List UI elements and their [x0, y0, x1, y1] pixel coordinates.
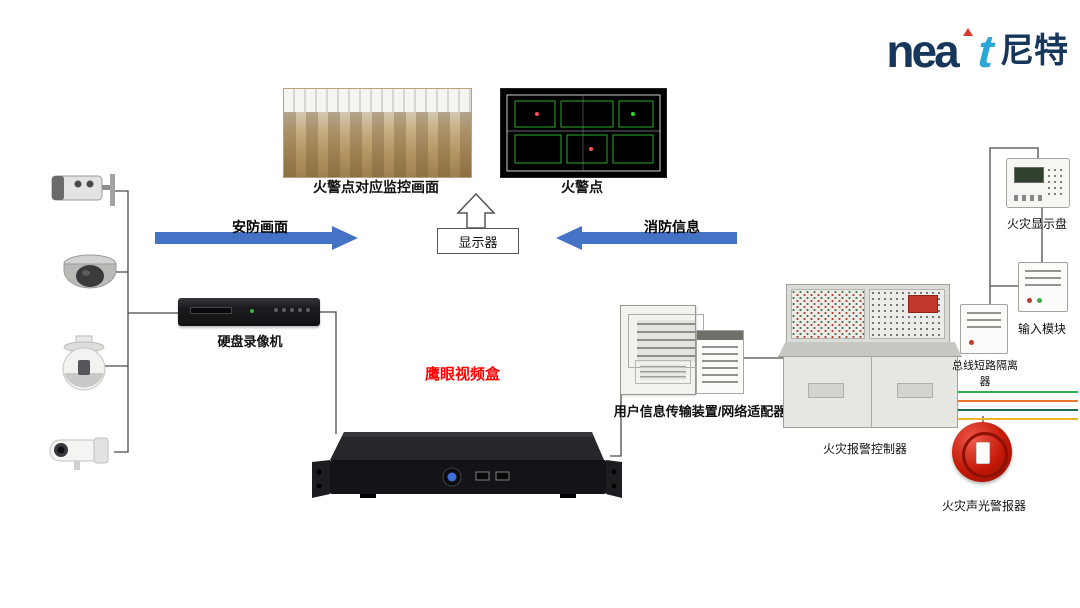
- fire-alarm-controller-device: [778, 284, 962, 434]
- controller-label: 火灾报警控制器: [822, 442, 907, 456]
- cad-caption: 火警点: [561, 179, 603, 195]
- neat-logo: nea t 尼特: [828, 24, 1068, 78]
- controller-cabinet: [783, 356, 958, 428]
- colored-loop-wires: [956, 391, 1078, 420]
- video-box-device: [312, 432, 622, 498]
- controller-door-sticker-right: [897, 383, 933, 398]
- controller-indicator-panel: [791, 289, 865, 339]
- dvr-label: 硬盘录像机: [217, 334, 283, 349]
- bullet-camera-icon: [49, 437, 109, 470]
- fire-info-flow-arrow: [556, 226, 737, 250]
- input-module-text: [1025, 270, 1061, 290]
- warehouse-caption: 火警点对应监控画面: [313, 179, 439, 195]
- warehouse-monitor-image: [283, 88, 472, 178]
- controller-door-divider: [870, 357, 872, 427]
- sounder-label: 火灾声光警报器: [941, 499, 1026, 513]
- fire-point-cad-image: [500, 88, 667, 178]
- logo-chinese: 尼特: [1000, 32, 1068, 70]
- sounder-strobe-window: [976, 442, 990, 464]
- ptz-camera-icon: [51, 174, 115, 206]
- isolator-label: 总线短路隔离器: [952, 360, 1018, 388]
- isolator-leds: [969, 340, 974, 345]
- fire-display-panel-device: [1006, 158, 1070, 208]
- controller-top-unit: [786, 284, 950, 344]
- security-flow-label: 安防画面: [232, 219, 288, 235]
- cad-drawing: [506, 94, 661, 172]
- transmitter-sticker: [635, 360, 691, 384]
- input-module-device: [1018, 262, 1068, 312]
- controller-display: [908, 295, 938, 313]
- black-wires: [104, 147, 1043, 457]
- transmitter-display-window: [628, 314, 704, 368]
- display-panel-label: 火灾显示盘: [1006, 217, 1067, 231]
- dvr-buttons: [274, 308, 310, 312]
- logo-accent-letter: t: [972, 25, 1001, 77]
- input-module-leds: [1027, 298, 1042, 303]
- dvr-device: [178, 298, 320, 326]
- security-flow-arrow: [155, 226, 358, 250]
- controller-keypad-panel: [869, 289, 945, 339]
- controller-door-sticker-left: [808, 383, 844, 398]
- dome-camera-icon: [63, 254, 117, 289]
- monitor-box: 显示器: [437, 228, 519, 254]
- network-adapter-device: [696, 330, 744, 394]
- logo-accent-mark: [962, 28, 973, 36]
- controller-shelf: [778, 342, 962, 357]
- logo-wordmark: nea: [886, 25, 959, 77]
- transmitter-device: [620, 305, 704, 395]
- dvr-disc-slot: [190, 307, 232, 314]
- display-panel-leds: [1014, 195, 1042, 201]
- input-module-label: 输入模块: [1017, 322, 1066, 336]
- adapter-text-lines: [702, 346, 738, 386]
- video-box-label: 鹰眼视频盒: [424, 366, 500, 383]
- fire-info-flow-label: 消防信息: [644, 219, 700, 235]
- monitor-up-arrow: [456, 192, 496, 229]
- adapter-header: [697, 331, 743, 340]
- display-panel-keys: [1046, 167, 1064, 197]
- dvr-power-led: [250, 309, 254, 313]
- isolator-device: [960, 304, 1008, 354]
- speed-dome-camera-icon: [62, 335, 106, 391]
- sounder-ring: [962, 432, 1008, 478]
- sounder-strobe-device: [950, 420, 1014, 488]
- transmitter-label: 用户信息传输装置/网络适配器: [613, 404, 787, 419]
- isolator-text: [967, 312, 1001, 332]
- display-panel-screen: [1014, 167, 1044, 183]
